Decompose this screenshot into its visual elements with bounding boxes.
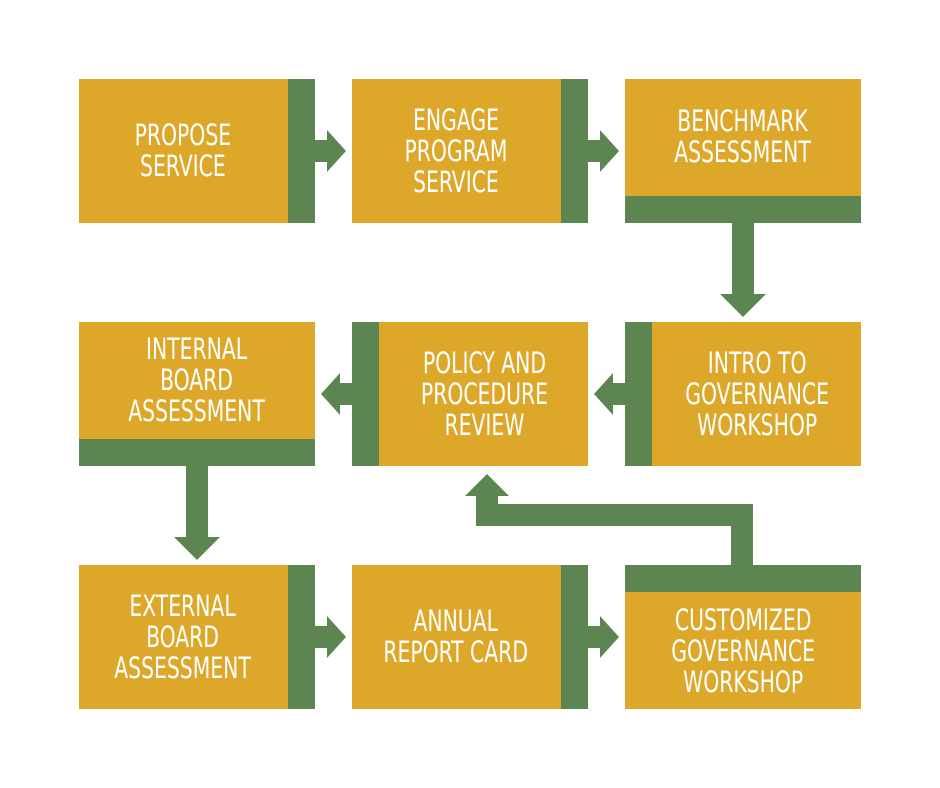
- accent-bar: [625, 565, 861, 592]
- arrow-left: [321, 373, 352, 415]
- accent-bar: [352, 322, 379, 466]
- step-label: CUSTOMIZED GOVERNANCE WORKSHOP: [671, 602, 815, 699]
- step-label: ENGAGE PROGRAM SERVICE: [404, 102, 508, 199]
- accent-bar: [561, 565, 588, 709]
- step-annual-report-card: ANNUAL REPORT CARD: [352, 565, 588, 709]
- accent-bar: [288, 79, 315, 223]
- accent-bar: [625, 196, 861, 223]
- arrow-right: [588, 616, 619, 658]
- arrow-left: [594, 373, 625, 415]
- accent-bar: [288, 565, 315, 709]
- accent-bar: [79, 439, 315, 466]
- step-propose-service: PROPOSE SERVICE: [79, 79, 315, 223]
- step-label: EXTERNAL BOARD ASSESSMENT: [114, 588, 252, 685]
- arrow-right: [315, 616, 346, 658]
- step-label: PROPOSE SERVICE: [134, 118, 232, 183]
- arrow-right: [588, 130, 619, 172]
- step-engage-program-service: ENGAGE PROGRAM SERVICE: [352, 79, 588, 223]
- arrow-elbow-up: [465, 474, 753, 565]
- accent-bar: [625, 322, 652, 466]
- step-external-board-assessment: EXTERNAL BOARD ASSESSMENT: [79, 565, 315, 709]
- step-label: ANNUAL REPORT CARD: [383, 604, 529, 669]
- step-label: INTRO TO GOVERNANCE WORKSHOP: [685, 345, 829, 442]
- step-policy-and-procedure-review: POLICY AND PROCEDURE REVIEW: [352, 322, 588, 466]
- arrow-down: [174, 466, 220, 560]
- step-label: POLICY AND PROCEDURE REVIEW: [420, 345, 548, 442]
- step-intro-to-governance-workshop: INTRO TO GOVERNANCE WORKSHOP: [625, 322, 861, 466]
- step-label: BENCHMARK ASSESSMENT: [674, 104, 812, 169]
- arrow-down: [720, 223, 766, 317]
- arrow-right: [315, 130, 346, 172]
- step-label: INTERNAL BOARD ASSESSMENT: [128, 331, 266, 428]
- accent-bar: [561, 79, 588, 223]
